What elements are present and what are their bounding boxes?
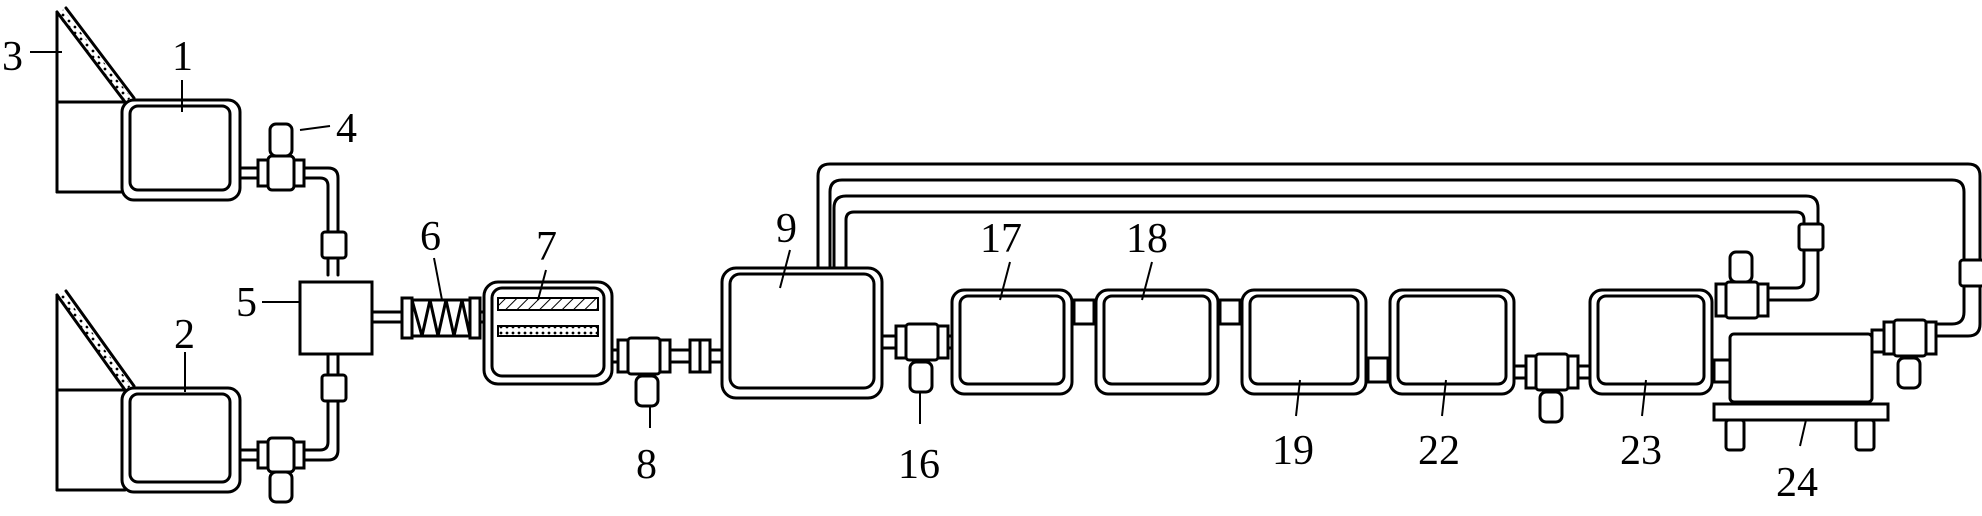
fitting-8-right [658, 338, 672, 374]
hopper-top [55, 6, 136, 194]
fitting-bot-2 [266, 436, 296, 474]
inlet-pipes [238, 166, 340, 462]
spring-connector-6 [370, 296, 494, 340]
label-9: 9 [776, 206, 797, 252]
unit-18-inner [1102, 294, 1212, 386]
label-1: 1 [172, 34, 193, 80]
unit-23-inner [1596, 294, 1706, 386]
fitting-8-far-right [698, 338, 712, 374]
label-22: 22 [1418, 428, 1460, 474]
coupling-loop-outer [1958, 258, 1982, 288]
label-24: 24 [1776, 460, 1818, 506]
tank-9-inner [728, 272, 876, 390]
label-18: 18 [1126, 216, 1168, 262]
fitting-22-right [1566, 354, 1580, 390]
fitting-16-body [904, 322, 940, 362]
valve-16 [908, 360, 934, 394]
coupling-upper [320, 230, 348, 260]
fitting-22-body [1534, 352, 1570, 392]
coupling-lower [320, 373, 348, 403]
valve-24 [1896, 356, 1922, 390]
fitting-bot-3 [292, 440, 306, 470]
unit-17-inner [958, 294, 1066, 386]
label-17: 17 [980, 216, 1022, 262]
label-23: 23 [1620, 428, 1662, 474]
valve-22-23 [1538, 390, 1564, 424]
label-4: 4 [336, 106, 357, 152]
stand-24-leg-left [1724, 418, 1746, 452]
stand-24-leg-right [1854, 418, 1876, 452]
fitting-8-body [626, 336, 662, 376]
unit-2-inner [128, 392, 232, 484]
unit-24-body [1728, 332, 1874, 404]
fitting-16-right [936, 324, 950, 360]
joint-24-left [1712, 358, 1732, 384]
unit-1-inner [128, 104, 232, 192]
leader-lines [30, 51, 1807, 447]
coupling-loop-inner [1797, 222, 1825, 252]
joint-18-19 [1218, 298, 1242, 326]
fitting-23-body [1724, 280, 1760, 320]
valve-23 [1728, 250, 1754, 284]
joint-19-22 [1366, 356, 1390, 384]
unit-19-inner [1248, 294, 1360, 386]
filter-7-hatch-layer [497, 297, 599, 311]
fitting-23-right [1756, 282, 1770, 318]
mixer-5 [298, 280, 374, 356]
valve-8 [634, 374, 660, 408]
fitting-24-body [1892, 318, 1928, 358]
valve-4 [268, 122, 294, 158]
hopper-bottom [55, 289, 136, 492]
fitting-24-right [1924, 320, 1938, 356]
label-5: 5 [236, 280, 257, 326]
label-6: 6 [420, 214, 441, 260]
joint-17-18 [1072, 298, 1096, 326]
unit-22-inner [1396, 294, 1508, 386]
valve-bottom [268, 470, 294, 504]
label-2: 2 [174, 312, 195, 358]
joint-24-right [1870, 328, 1886, 354]
label-7: 7 [536, 224, 557, 270]
label-8: 8 [636, 442, 657, 488]
fitting-top-2 [266, 154, 296, 192]
filter-7-mesh-layer [497, 325, 599, 337]
label-3: 3 [2, 34, 23, 80]
stand-24-top [1712, 402, 1890, 422]
return-loop-inner [832, 194, 1820, 302]
return-loop-outer [816, 162, 1982, 338]
fitting-top-3 [292, 158, 306, 188]
label-16: 16 [898, 442, 940, 488]
label-19: 19 [1272, 428, 1314, 474]
